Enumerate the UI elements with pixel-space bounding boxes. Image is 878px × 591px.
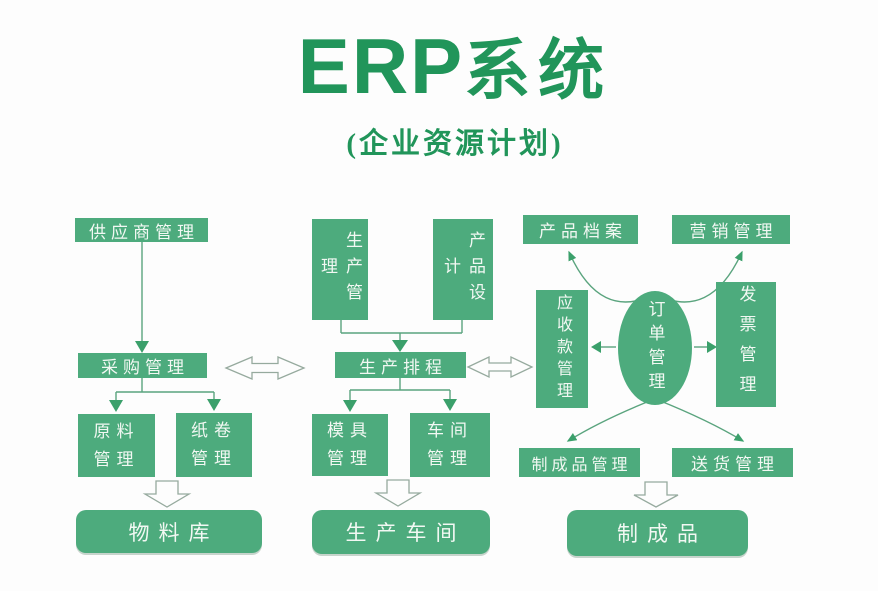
- node-finished-product: 制成品: [567, 510, 748, 556]
- node-production-management: 生产管理: [312, 219, 368, 320]
- page-title: ERP系统: [240, 26, 670, 112]
- node-paper-roll-management: 纸卷管理: [176, 413, 252, 477]
- node-receivables-management: 应收款管理: [536, 290, 588, 408]
- straight-connectors: [115, 242, 707, 401]
- node-marketing-management: 营销管理: [672, 215, 790, 244]
- node-supplier-management: 供应商管理: [75, 218, 208, 242]
- node-raw-material-management: 原料管理: [78, 414, 155, 477]
- node-purchase-management: 采购管理: [78, 353, 207, 378]
- node-production-workshop: 生产车间: [312, 510, 490, 554]
- node-order-management: 订单管理: [618, 291, 692, 405]
- node-material-warehouse: 物料库: [76, 510, 262, 553]
- page-subtitle: (企业资源计划): [346, 128, 564, 160]
- node-product-design: 产品设计: [433, 219, 493, 320]
- node-workshop-management: 车间管理: [410, 413, 490, 477]
- node-finished-product-management: 制成品管理: [519, 448, 640, 477]
- title-erp: ERP: [297, 22, 465, 110]
- node-invoice-management: 发票管理: [716, 282, 776, 407]
- node-production-scheduling: 生产排程: [335, 352, 466, 378]
- hollow-double-arrows: [224, 355, 534, 380]
- title-system: 系统: [464, 35, 613, 108]
- node-product-archive: 产品档案: [523, 215, 638, 244]
- node-mold-management: 模具管理: [312, 414, 388, 476]
- arrowheads: [109, 340, 717, 412]
- node-delivery-management: 送货管理: [672, 448, 793, 477]
- hollow-down-arrows: [142, 479, 679, 508]
